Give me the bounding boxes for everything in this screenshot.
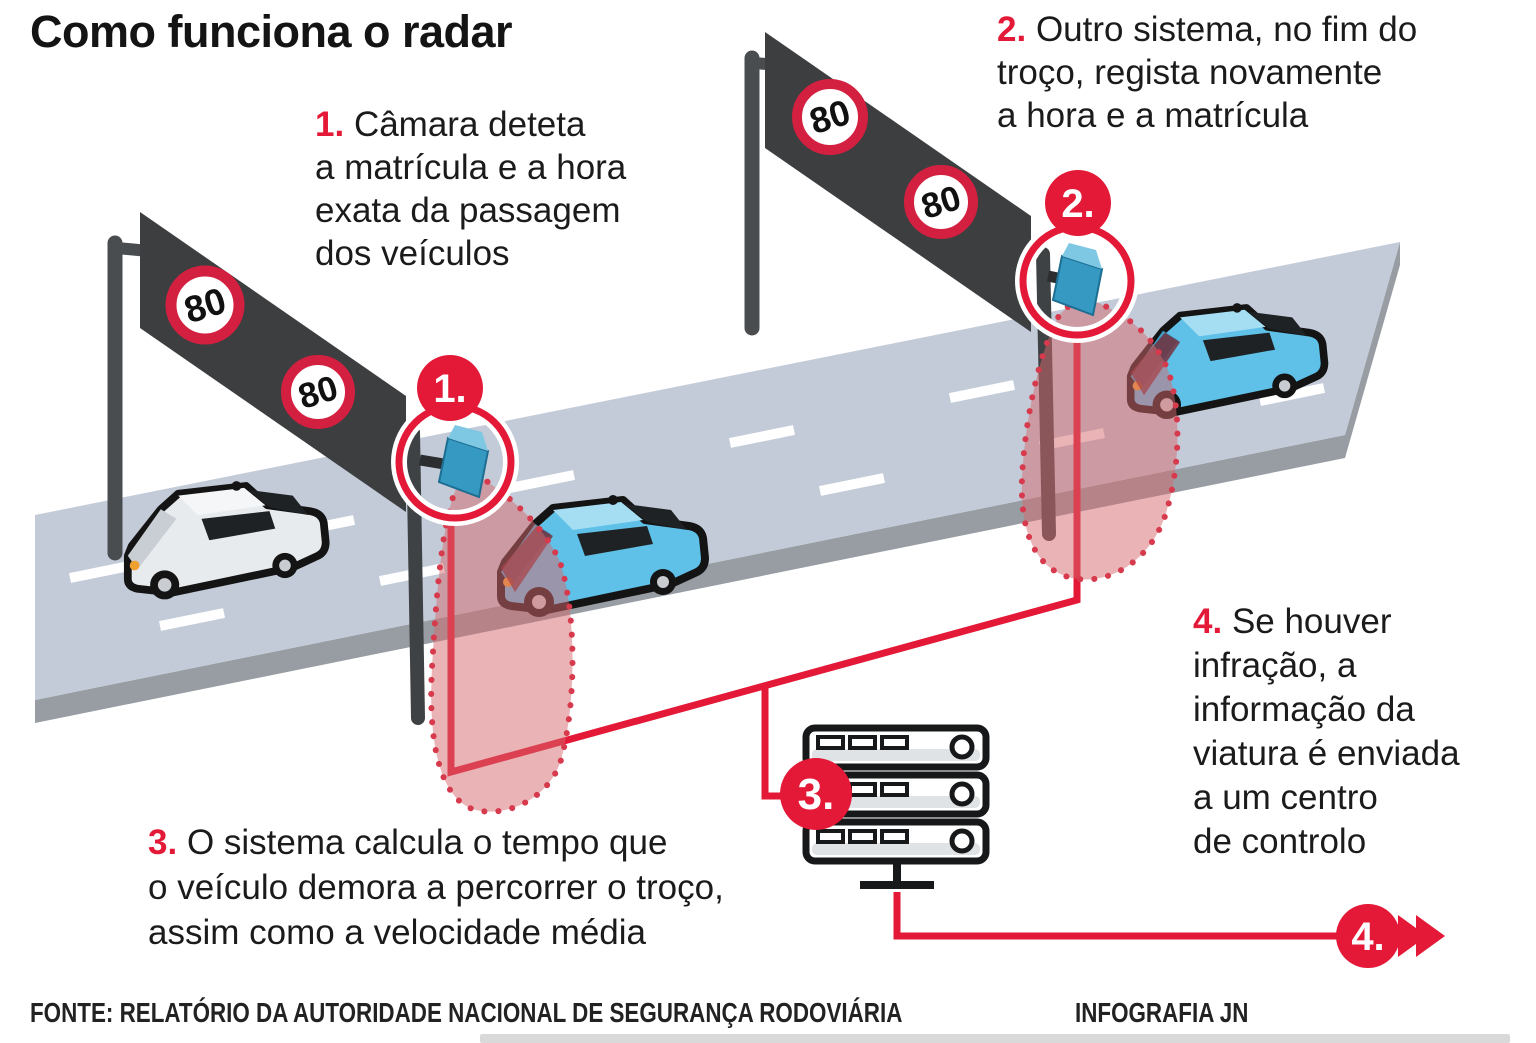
speed-sign-80: 80	[904, 165, 978, 239]
speed-sign-80: 80	[281, 355, 355, 429]
step-badge-4-label: 4.	[1351, 915, 1384, 959]
step-badge-1-label: 1.	[433, 367, 466, 411]
infographic-credit: INFOGRAFIA JN	[1075, 997, 1249, 1028]
step-1-number: 1.	[315, 105, 345, 144]
car-white	[123, 481, 330, 600]
camera-1-pole	[406, 425, 425, 725]
step-3-number: 3.	[148, 823, 178, 862]
scan-cone-camera-1	[428, 461, 576, 815]
source-credit: FONTE: RELATÓRIO DA AUTORIDADE NACIONAL …	[30, 997, 903, 1028]
scan-cones	[428, 292, 1181, 815]
step-badge-3-label: 3.	[798, 770, 835, 819]
bottom-divider-bar	[480, 1034, 1510, 1043]
gantry-end-panel	[765, 32, 1031, 332]
forward-double-arrow-icon	[1398, 915, 1445, 957]
step-3-text: 3. O sistema calcula o tempo que o veícu…	[148, 823, 724, 952]
step-badge-3: 3.	[780, 758, 852, 830]
camera-2: 2.	[1015, 170, 1139, 343]
step-badge-2-label: 2.	[1061, 182, 1094, 226]
speed-sign-80: 80	[165, 265, 245, 345]
step-2-text: 2. Outro sistema, no fim do troço, regis…	[997, 10, 1418, 135]
scan-cone-camera-2	[1018, 292, 1181, 583]
step-1-text: 1. Câmara deteta a matrícula e a hora ex…	[315, 105, 627, 273]
step-4-number: 4.	[1193, 602, 1223, 641]
road-end-face	[1345, 242, 1400, 458]
page-title: Como funciona o radar	[30, 6, 513, 57]
step-2-number: 2.	[997, 10, 1027, 49]
step-badge-2	[1045, 170, 1111, 236]
gantry-end: 80 80	[744, 32, 1031, 336]
camera-1: 1.	[391, 355, 519, 526]
camera-2-housing-icon	[1051, 254, 1104, 317]
speed-sign-80: 80	[792, 79, 868, 155]
step-4-text: 4. Se houver infração, a informação da v…	[1193, 602, 1460, 861]
step-badge-1	[417, 355, 483, 421]
step-badge-4: 4.	[1336, 904, 1400, 968]
gantry-start: 80 80	[107, 212, 406, 561]
link-server-to-centre	[893, 892, 1344, 940]
